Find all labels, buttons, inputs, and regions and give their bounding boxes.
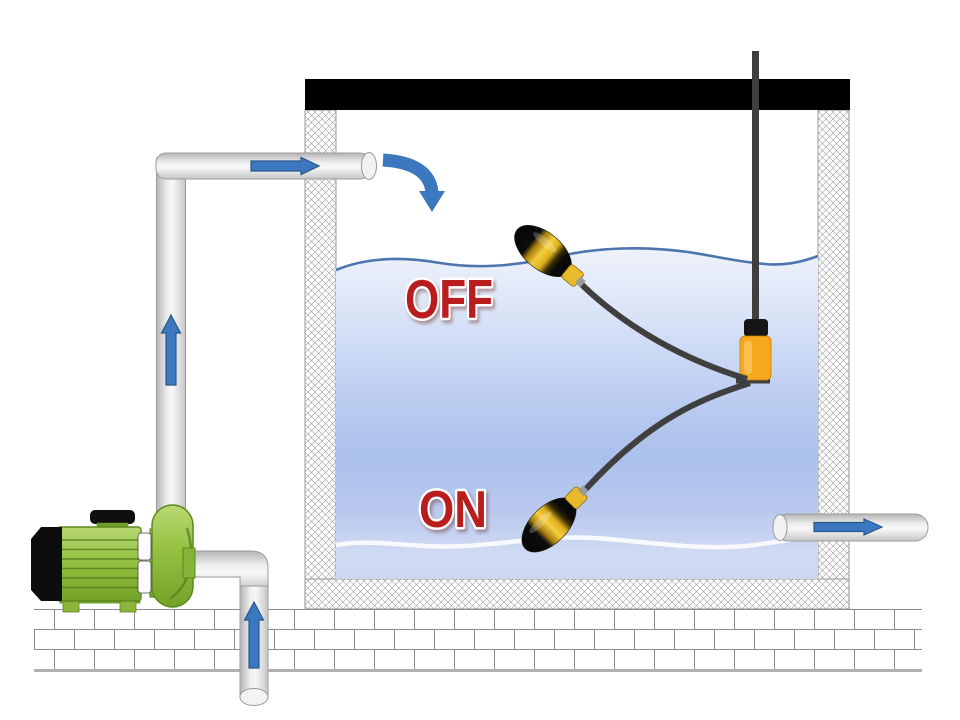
motor-fins xyxy=(60,539,139,589)
tank-lid xyxy=(305,79,850,110)
counterweight-highlight xyxy=(744,341,752,374)
float-switch-on xyxy=(521,485,589,553)
float-cable-off xyxy=(576,279,748,382)
suction-flow-arrow-up-icon xyxy=(243,600,265,669)
outlet-flow-arrow-right-icon xyxy=(813,518,884,536)
cable-ferrule xyxy=(577,485,589,497)
inflow-curved-arrow-down-icon xyxy=(382,153,445,212)
inlet-flow-arrow-right-icon xyxy=(250,156,321,176)
tank-floor xyxy=(304,578,850,610)
outlet-pipe-open-end xyxy=(772,514,788,541)
pump-motor-body xyxy=(56,526,142,602)
counterweight xyxy=(739,319,772,381)
high-water-surface-line xyxy=(335,246,819,272)
pump-foot xyxy=(119,600,137,613)
float-highlight xyxy=(529,511,552,534)
riser-pipe xyxy=(156,157,186,516)
tank-left-wall xyxy=(304,109,337,610)
ground-brick-wall xyxy=(34,609,922,672)
off-level-label: OFF xyxy=(405,268,493,330)
terminal-box xyxy=(137,532,152,561)
counterweight-cap xyxy=(744,319,768,337)
motor-end-cap xyxy=(31,527,62,601)
pump-outlet-nozzle xyxy=(182,547,196,579)
riser-flow-arrow-up-icon xyxy=(160,313,182,386)
terminal-box xyxy=(137,560,152,594)
float-cable-on xyxy=(582,380,751,493)
cable-ferrule xyxy=(575,276,586,288)
pump-handle xyxy=(90,510,135,524)
float-highlight xyxy=(533,232,557,253)
pump-foot xyxy=(62,600,80,613)
water-pump xyxy=(31,504,196,613)
inlet-pipe-open-end xyxy=(361,152,377,180)
suction-pipe-open-end xyxy=(239,688,269,706)
water-body xyxy=(335,246,819,579)
low-water-line xyxy=(335,533,819,550)
on-level-label: ON xyxy=(419,481,487,539)
float-switch-off xyxy=(514,225,586,288)
